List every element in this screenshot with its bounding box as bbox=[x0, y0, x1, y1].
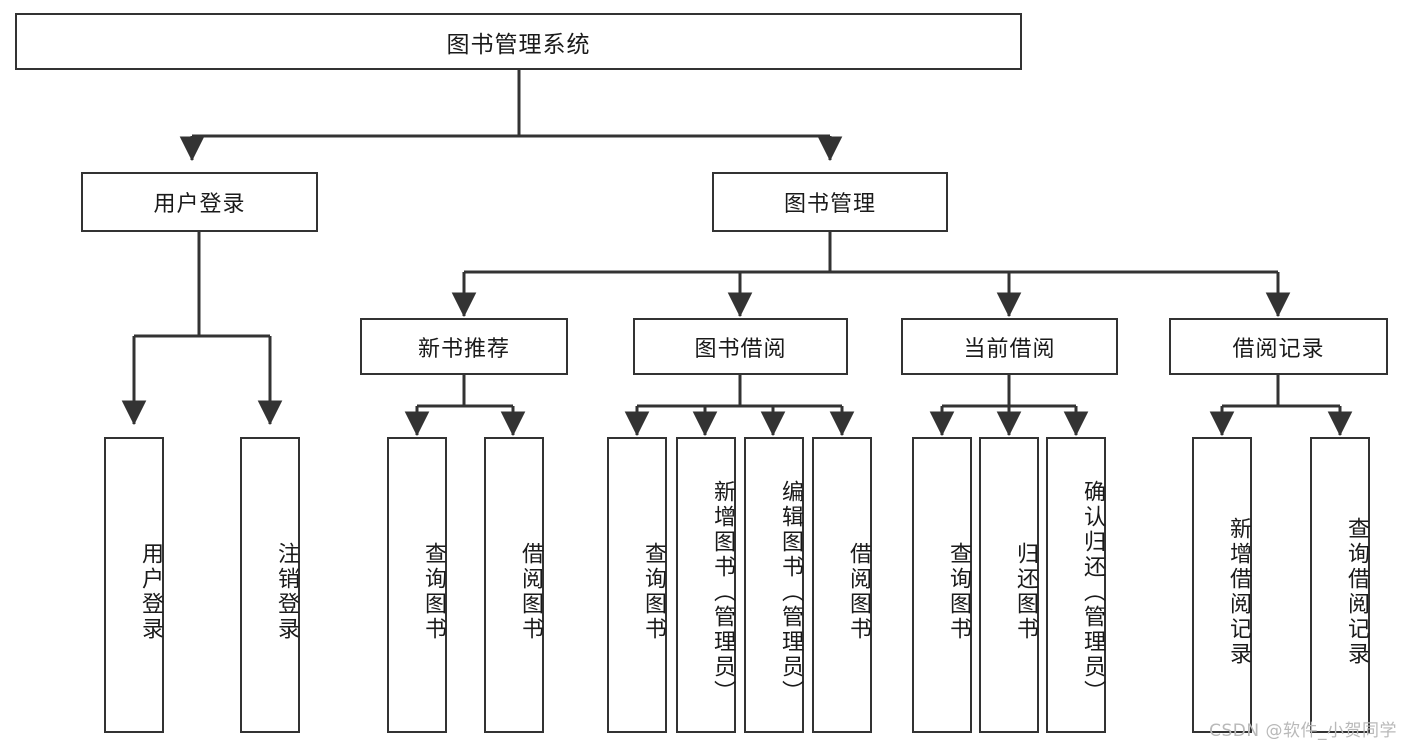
node-user-login[interactable]: 用户登录 bbox=[81, 172, 318, 232]
node-leaf-add-record-label: 新增借阅记录 bbox=[1226, 517, 1251, 667]
node-leaf-borrow-book-2[interactable]: 借阅图书 bbox=[812, 437, 872, 733]
node-current-borrow-label: 当前借阅 bbox=[963, 336, 1056, 362]
node-book-borrow-label: 图书借阅 bbox=[694, 336, 787, 362]
node-leaf-query-record-label: 查询借阅记录 bbox=[1344, 517, 1369, 667]
node-leaf-user-login[interactable]: 用户登录 bbox=[104, 437, 164, 733]
node-borrow-record-label: 借阅记录 bbox=[1232, 336, 1325, 362]
node-new-book-rec-label: 新书推荐 bbox=[417, 336, 510, 362]
node-leaf-add-book-admin-label: 新增图书（管理员） bbox=[710, 479, 735, 705]
node-borrow-record[interactable]: 借阅记录 bbox=[1169, 318, 1388, 375]
node-leaf-query-book-1-label: 查询图书 bbox=[421, 542, 446, 642]
node-leaf-query-book-2-label: 查询图书 bbox=[641, 542, 666, 642]
node-leaf-return-book-label: 归还图书 bbox=[1013, 542, 1038, 642]
node-leaf-add-book-admin[interactable]: 新增图书（管理员） bbox=[676, 437, 736, 733]
node-new-book-rec[interactable]: 新书推荐 bbox=[360, 318, 568, 375]
node-leaf-query-book-3-label: 查询图书 bbox=[946, 542, 971, 642]
node-leaf-query-book-2[interactable]: 查询图书 bbox=[607, 437, 667, 733]
node-leaf-confirm-return-admin[interactable]: 确认归还（管理员） bbox=[1046, 437, 1106, 733]
node-book-borrow[interactable]: 图书借阅 bbox=[633, 318, 848, 375]
node-leaf-confirm-return-admin-label: 确认归还（管理员） bbox=[1080, 479, 1105, 705]
node-leaf-return-book[interactable]: 归还图书 bbox=[979, 437, 1039, 733]
node-leaf-borrow-book-1[interactable]: 借阅图书 bbox=[484, 437, 544, 733]
node-leaf-edit-book-admin-label: 编辑图书（管理员） bbox=[778, 479, 803, 705]
watermark: CSDN @软件_小贺同学 bbox=[1209, 721, 1397, 741]
node-leaf-query-book-1[interactable]: 查询图书 bbox=[387, 437, 447, 733]
node-book-manage-label: 图书管理 bbox=[783, 192, 876, 217]
node-user-login-label: 用户登录 bbox=[153, 192, 246, 217]
node-leaf-query-record[interactable]: 查询借阅记录 bbox=[1310, 437, 1370, 733]
node-leaf-user-login-label: 用户登录 bbox=[138, 542, 163, 642]
node-leaf-borrow-book-2-label: 借阅图书 bbox=[846, 542, 871, 642]
node-current-borrow[interactable]: 当前借阅 bbox=[901, 318, 1118, 375]
node-leaf-logout-label: 注销登录 bbox=[274, 542, 299, 642]
node-root[interactable]: 图书管理系统 bbox=[15, 13, 1022, 70]
node-leaf-edit-book-admin[interactable]: 编辑图书（管理员） bbox=[744, 437, 804, 733]
node-leaf-query-book-3[interactable]: 查询图书 bbox=[912, 437, 972, 733]
node-leaf-add-record[interactable]: 新增借阅记录 bbox=[1192, 437, 1252, 733]
node-root-label: 图书管理系统 bbox=[446, 31, 591, 58]
node-leaf-borrow-book-1-label: 借阅图书 bbox=[518, 542, 543, 642]
node-book-manage[interactable]: 图书管理 bbox=[712, 172, 948, 232]
node-leaf-logout[interactable]: 注销登录 bbox=[240, 437, 300, 733]
